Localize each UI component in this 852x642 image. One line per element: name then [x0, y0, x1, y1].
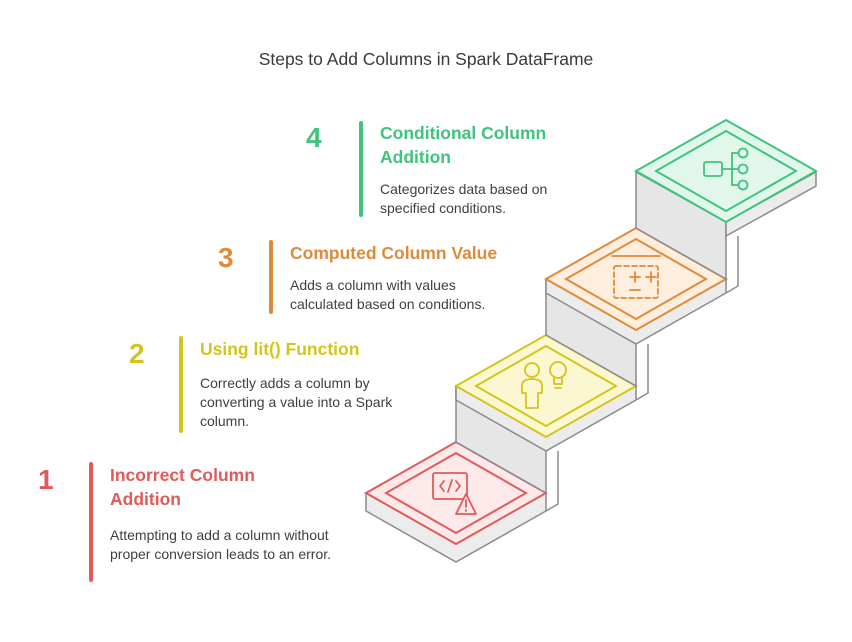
step-description: Adds a column with values calculated bas… [290, 277, 486, 312]
person-lightbulb-icon [521, 361, 567, 409]
step-description: Correctly adds a column by converting a … [200, 375, 393, 429]
step-accent-bar [89, 462, 93, 582]
code-warning-icon [432, 472, 477, 515]
step-accent-bar [179, 336, 183, 433]
step-4-platform [633, 118, 819, 224]
step-number: 2 [129, 338, 145, 369]
step-heading: Using lit() Function [200, 339, 360, 359]
flowchart-icon [703, 147, 749, 191]
step-heading: Incorrect Column Addition [110, 465, 255, 509]
step-heading: Computed Column Value [290, 243, 498, 263]
step-number: 3 [218, 242, 234, 273]
calculator-icon [611, 255, 661, 299]
step-heading: Conditional Column Addition [380, 123, 547, 167]
diagram-title: Steps to Add Columns in Spark DataFrame [258, 49, 594, 69]
step-number: 4 [306, 122, 322, 153]
step-accent-bar [269, 240, 273, 314]
step-number: 1 [38, 464, 54, 495]
step-description: Categorizes data based on specified cond… [380, 181, 548, 216]
step-accent-bar [359, 121, 363, 217]
step-description: Attempting to add a column without prope… [110, 527, 332, 562]
